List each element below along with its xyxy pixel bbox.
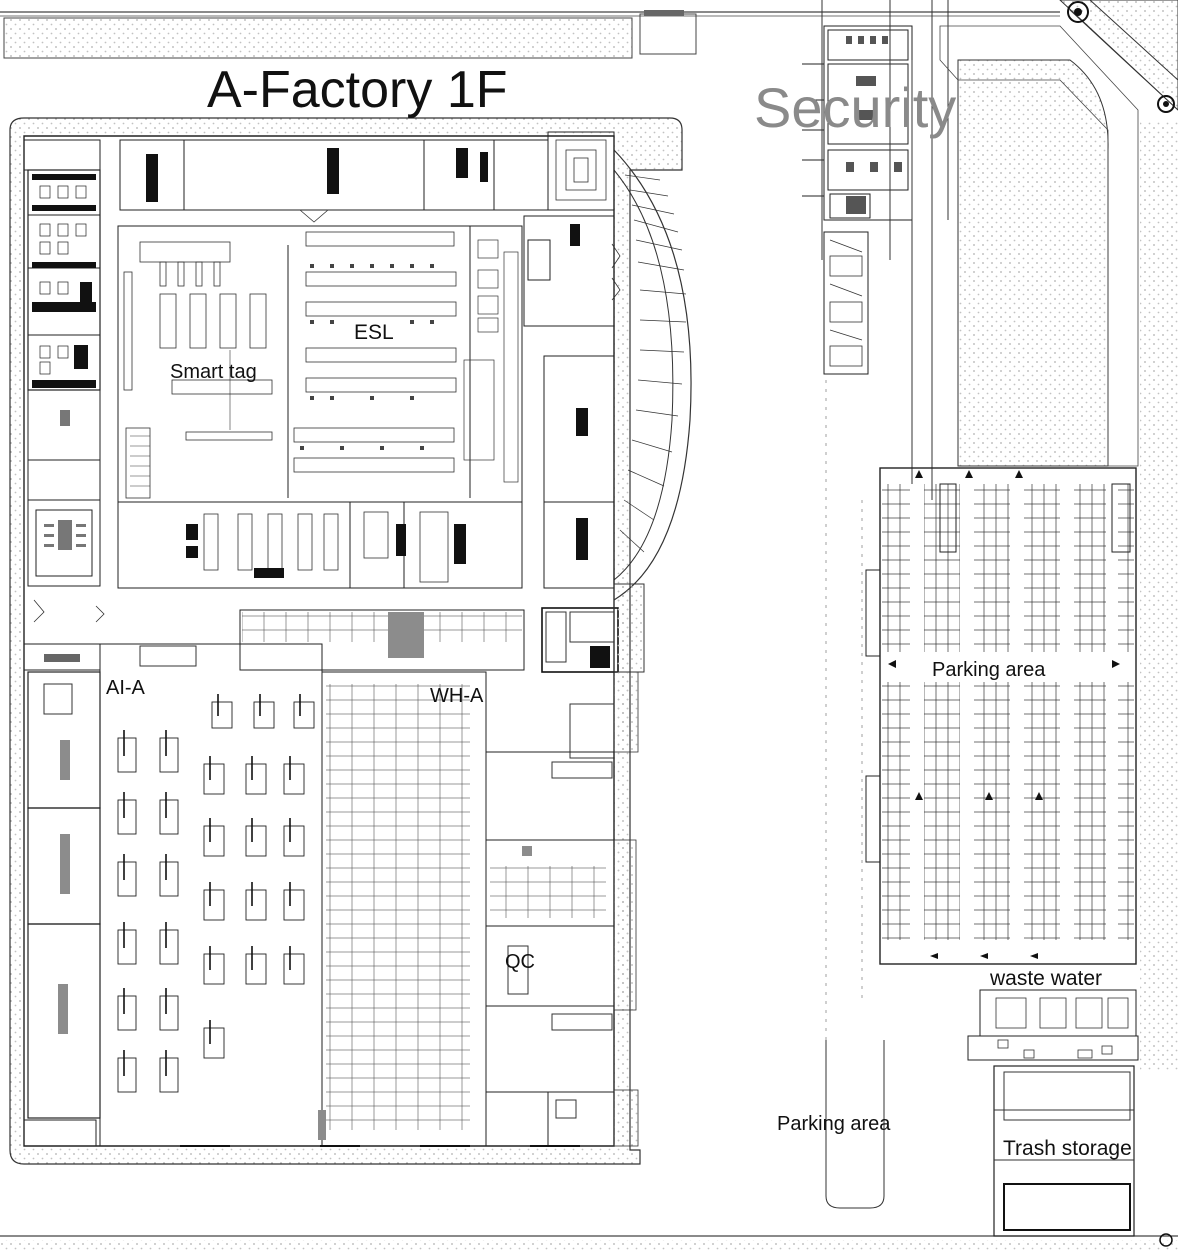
smart-tag-lines <box>130 350 231 487</box>
east-landscape <box>23 671 639 1147</box>
west-offices <box>27 169 101 391</box>
ai-a-machines <box>117 701 315 1093</box>
corridor-racks <box>239 609 525 671</box>
east-lawn <box>939 0 1178 1070</box>
area-label-wh-a: WH-A <box>430 685 484 707</box>
area-label-security: Security <box>754 76 957 139</box>
trash-storage-building <box>993 1065 1135 1237</box>
area-label-qc: QC <box>505 951 535 973</box>
curved-ramp <box>613 149 692 601</box>
lobby-doors <box>33 209 621 623</box>
area-label-waste-water: waste water <box>990 967 1103 990</box>
esl-south-equipment <box>186 408 588 578</box>
parking-lot <box>865 467 1137 965</box>
east-rooms <box>523 215 615 589</box>
esl-south-tables <box>203 511 449 583</box>
toilet-core <box>541 583 645 759</box>
north-room-equipment <box>146 148 580 246</box>
area-label-trash-storage: Trash storage <box>1003 1137 1132 1160</box>
west-support <box>27 389 101 587</box>
esl-chairs <box>300 264 434 450</box>
north-rooms <box>23 131 615 211</box>
side-parking-lane <box>825 380 885 1209</box>
parking-arrows <box>888 470 1120 959</box>
compass-markers <box>1067 1 1175 1247</box>
security-furniture <box>846 36 902 214</box>
ai-a-machine-arms <box>123 694 301 1076</box>
esl-side-racks <box>463 239 519 483</box>
ai-a-west-rooms <box>27 671 101 1119</box>
stair-north-east <box>555 139 607 201</box>
esl-lines <box>293 231 457 473</box>
garage <box>823 231 869 375</box>
page-title: A-Factory 1F <box>207 61 508 119</box>
area-label-esl: ESL <box>354 321 394 344</box>
area-label-ai-a: AI-A <box>106 677 145 699</box>
service-lines <box>821 0 949 500</box>
area-label-smart-tag: Smart tag <box>170 361 257 383</box>
area-label-parking-side: Parking area <box>777 1113 891 1135</box>
south-road <box>0 1235 1178 1250</box>
wh-a-warehouse <box>318 671 487 1147</box>
area-label-parking-main: Parking area <box>932 659 1046 681</box>
north-road <box>0 10 1060 59</box>
waste-water-plant <box>967 989 1139 1061</box>
training-tables <box>44 410 86 550</box>
esl-hall <box>117 225 523 589</box>
qc-equipment <box>490 761 613 1119</box>
smart-tag-workstations <box>123 241 273 499</box>
